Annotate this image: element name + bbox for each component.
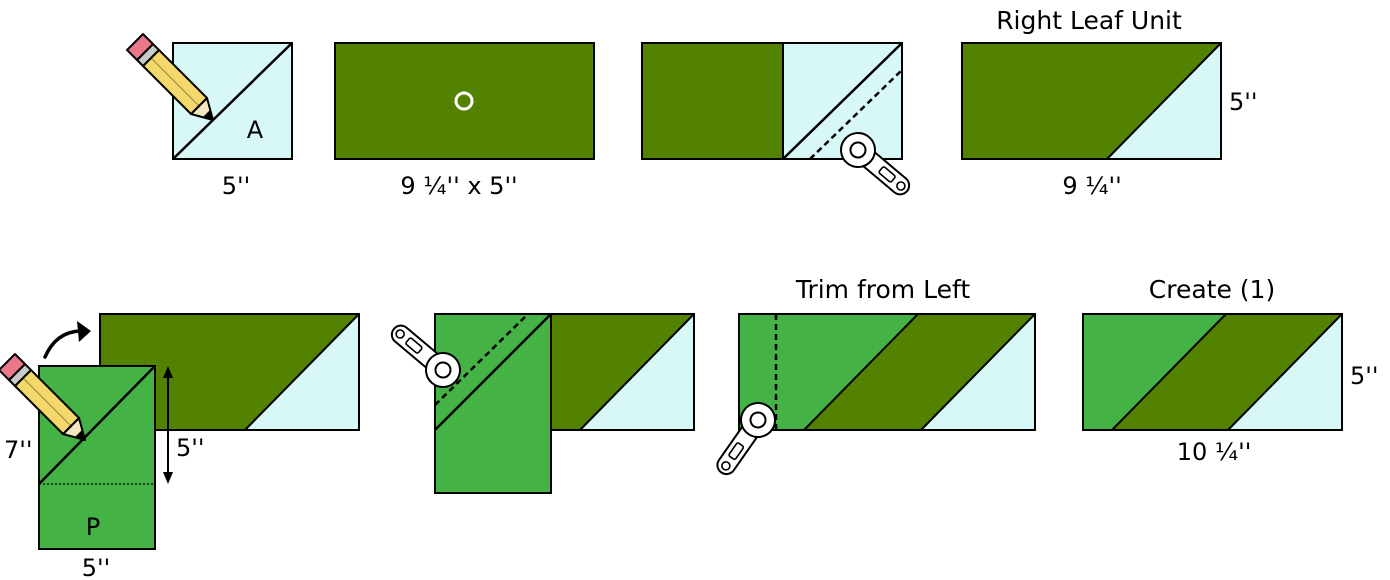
square-a-label: A	[247, 116, 264, 144]
trim-from-left-title: Trim from Left	[795, 275, 970, 304]
curved-arrow-icon	[43, 321, 91, 359]
mark-distance-label: 5''	[176, 434, 204, 462]
row1-step3	[641, 42, 919, 206]
diagonal-line	[1111, 313, 1227, 431]
diagonal-line	[1106, 42, 1222, 160]
double-arrow-icon	[163, 366, 173, 484]
center-dot-icon	[454, 91, 474, 111]
dark-green-rectangle	[641, 42, 784, 160]
unit-width-label: 9 ¼''	[1062, 172, 1121, 200]
rectangle-p-height-label: 7''	[4, 436, 32, 464]
seam-line	[434, 313, 529, 406]
rotary-cutter-icon	[706, 395, 783, 484]
light-green-strip	[739, 314, 918, 430]
row2-step1: P 7'' 5'' 5''	[0, 313, 360, 580]
row2-step3: Trim from Left	[706, 275, 1036, 484]
create-count-title: Create (1)	[1149, 275, 1275, 304]
dark-green-strip	[1112, 314, 1342, 430]
diagonal-line	[434, 313, 552, 431]
diagonal-line	[38, 365, 156, 485]
unit-outline	[1082, 313, 1343, 431]
diagonal-line	[782, 42, 903, 160]
diagonal-line	[579, 313, 695, 431]
row1-step2: 9 ¼'' x 5''	[334, 42, 595, 200]
diagonal-line	[920, 313, 1036, 431]
diagonal-line	[244, 313, 360, 431]
dark-green-strip	[804, 314, 1035, 430]
diagonal-line	[1227, 313, 1343, 431]
unit-height-label: 5''	[1229, 88, 1257, 116]
square-a-size-label: 5''	[222, 172, 250, 200]
row1-step4: Right Leaf Unit 5'' 9 ¼''	[961, 6, 1257, 200]
right-leaf-unit-title: Right Leaf Unit	[996, 6, 1182, 35]
dark-green-leaf	[100, 314, 359, 430]
final-height-label: 5''	[1350, 362, 1378, 390]
diagonal-line	[803, 313, 919, 431]
rectangle-p-label: P	[86, 513, 100, 541]
seam-line	[809, 69, 903, 160]
unit-outline	[961, 42, 1222, 160]
row1-step1: A 5''	[126, 33, 293, 200]
dark-green-leaf	[962, 43, 1221, 159]
final-width-label: 10 ¼''	[1177, 438, 1252, 466]
row2-step2	[382, 313, 695, 494]
diagonal-line	[172, 42, 293, 160]
row2-step4: Create (1) 5'' 10 ¼''	[1082, 275, 1378, 466]
unit-outline	[738, 313, 1036, 431]
light-green-strip	[1083, 314, 1226, 430]
rectangle-p	[434, 313, 552, 494]
rectangle-size-label: 9 ¼'' x 5''	[400, 172, 517, 200]
dark-green-rectangle	[334, 42, 595, 160]
rectangle-p-width-label: 5''	[82, 554, 110, 580]
